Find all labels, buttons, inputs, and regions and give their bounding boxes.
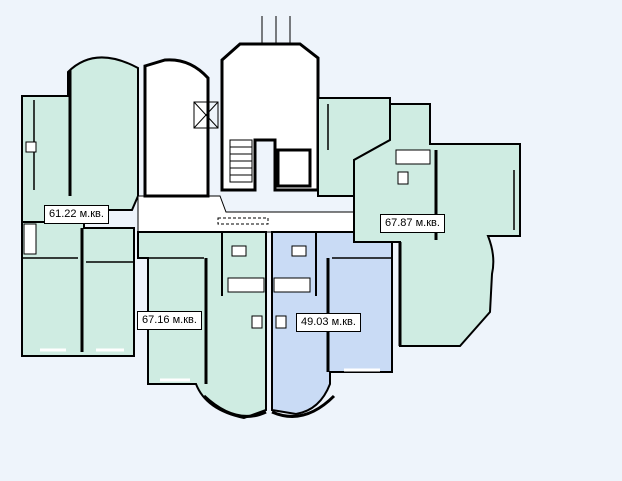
balcony-right: [271, 394, 336, 418]
stove-icon: [25, 141, 37, 153]
sink-icon: [231, 245, 247, 257]
area-label-center-right: 49.03 м.кв.: [296, 313, 361, 332]
bathtub-icon: [395, 149, 431, 165]
area-label-center-left: 67.16 м.кв.: [137, 311, 202, 330]
bathtub-icon: [227, 277, 265, 293]
bathtub-icon: [273, 277, 311, 293]
staircase-icon: [229, 139, 253, 183]
elevator-icon: [193, 101, 219, 129]
balcony-left: [202, 394, 267, 418]
toilet-icon: [275, 315, 287, 329]
bathtub-icon: [23, 223, 37, 255]
toilet-icon: [251, 315, 263, 329]
area-label-east: 67.87 м.кв.: [380, 214, 445, 233]
sink-icon: [291, 245, 307, 257]
area-label-west: 61.22 м.кв.: [44, 205, 109, 224]
apartment-west[interactable]: [21, 56, 139, 357]
toilet-icon: [397, 171, 409, 185]
